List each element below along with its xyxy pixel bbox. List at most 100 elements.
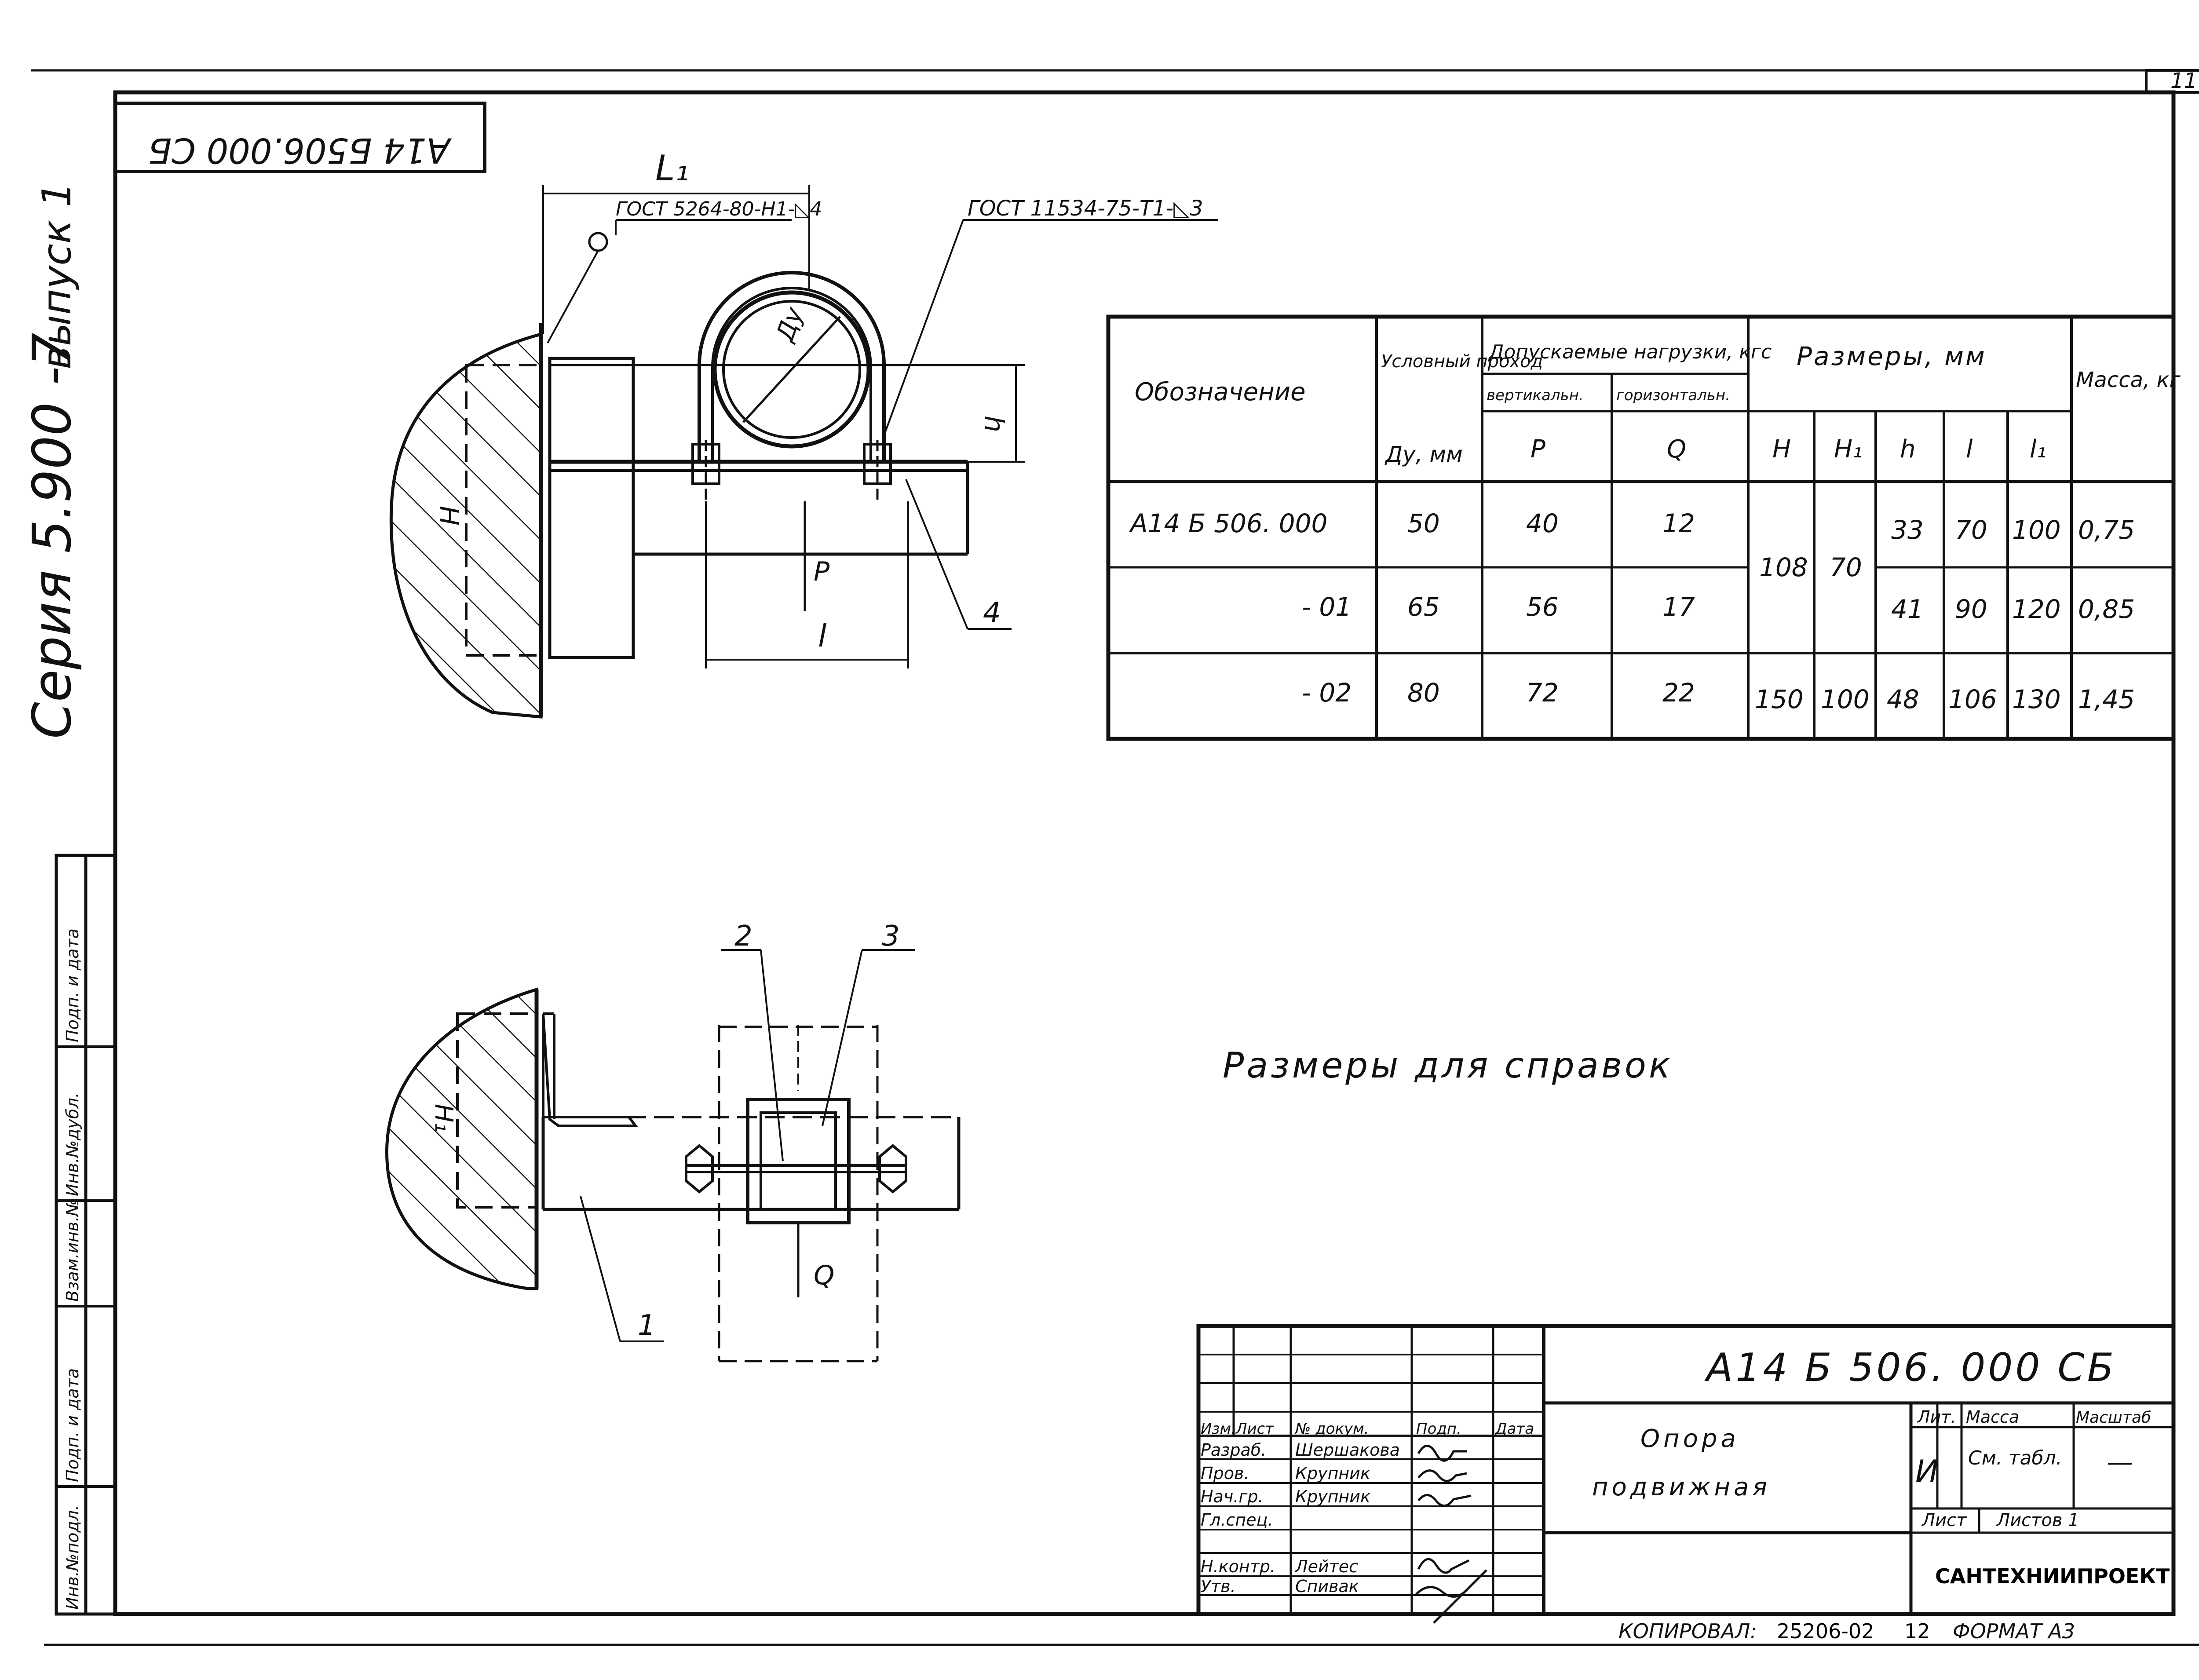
hdr-dy-unit: Ду, мм [1384, 442, 1463, 467]
dy-label: Ду [770, 303, 809, 346]
col-doc: № докум. [1294, 1420, 1369, 1438]
title-block-frame [1196, 1324, 2176, 1616]
pos-4-label: 4 [983, 597, 1001, 629]
issue-text: выпуск 1 [34, 182, 80, 369]
row1-designation: А14 Б 506. 000 [1129, 508, 1327, 538]
role-1: Пров. [1201, 1464, 1249, 1483]
row1-l1: 100 [2012, 515, 2061, 545]
sheet-label: Лист [1921, 1510, 1967, 1530]
scale-value: — [2107, 1447, 2133, 1478]
H1-label: Н₁ [429, 1104, 458, 1132]
side-stamp-inv: Инв.№подл. [63, 1505, 82, 1610]
hdr-horizontal: горизонтальн. [1616, 387, 1730, 404]
row1-q: 12 [1662, 508, 1695, 538]
row3-q: 22 [1662, 678, 1695, 708]
role-3: Гл.спец. [1201, 1510, 1273, 1530]
row1-dy: 50 [1407, 508, 1440, 538]
rotated-code: А14 Б506.000 СБ [148, 130, 452, 170]
merged-H: 108 [1759, 552, 1808, 582]
row2-dy: 65 [1407, 592, 1440, 622]
title-col-headers: Изм. Лист № докум. Подп. Дата [1201, 1420, 1534, 1438]
hdr-nominal-pass: Условный проход [1381, 351, 1543, 372]
side-stamp-sign-date-2: Подп. и дата [63, 928, 82, 1042]
format-label: ФОРМАТ А3 [1953, 1619, 2075, 1643]
title-name-2: подвижная [1592, 1473, 1771, 1501]
hdr-designation: Обозначение [1135, 378, 1306, 406]
sheets-label: Листов 1 [1996, 1510, 2079, 1530]
row3-h: 48 [1887, 684, 1919, 714]
name-1: Крупник [1295, 1464, 1370, 1483]
name-2: Крупник [1295, 1487, 1370, 1506]
H-label: Н [433, 506, 464, 526]
side-stamp: Инв.№подл. Подп. и дата Взам.инв.№ Инв.№… [55, 854, 117, 1616]
gost-right-label: ГОСТ 11534-75-Т1-◺3 [968, 196, 1203, 221]
row2-p: 56 [1526, 592, 1559, 622]
row2-l: 90 [1955, 594, 1987, 624]
row3-designation: - 02 [1302, 678, 1352, 708]
rotated-code-box: А14 Б506.000 СБ [113, 102, 486, 173]
signatures [1415, 1445, 1487, 1624]
spec-table [1106, 314, 2176, 741]
hdr-l: l [1966, 435, 1973, 464]
name-5: Спивак [1295, 1577, 1359, 1596]
dim-l1-label: L₁ [655, 148, 689, 189]
col-izm: Изм. [1201, 1420, 1236, 1438]
hdr-p: P [1531, 435, 1545, 464]
copy-line: КОПИРОВАЛ: 25206-02 12 ФОРМАТ А3 [1618, 1619, 2075, 1643]
spec-table-headers: Обозначение Условный проход Ду, мм Допус… [1135, 341, 2181, 467]
organization: САНТЕХНИИПРОЕКТ [1935, 1564, 2170, 1588]
row3-l1: 130 [2012, 684, 2061, 714]
hdr-mass: Масса, кг [2076, 368, 2181, 392]
row3-l: 106 [1948, 684, 1997, 714]
sheet-frame [31, 69, 2199, 1646]
row1-h: 33 [1891, 515, 1924, 545]
title-roles: Разраб. Шершакова Пров. Крупник Нач.гр. … [1201, 1440, 1400, 1596]
series-text: Серия 5.900 -7 [22, 333, 83, 739]
pos-1-label: 1 [638, 1309, 656, 1342]
name-4: Лейтес [1294, 1557, 1358, 1576]
copy-sheet: 12 [1904, 1619, 1930, 1643]
name-0: Шершакова [1295, 1440, 1400, 1460]
side-stamp-dup: Инв.№дубл. [63, 1092, 82, 1196]
copied-by: КОПИРОВАЛ: [1618, 1619, 1757, 1643]
role-5: Утв. [1201, 1577, 1236, 1596]
bottom-view [385, 949, 961, 1362]
col-date: Дата [1494, 1420, 1534, 1438]
row1-p: 40 [1526, 508, 1559, 538]
Q-label: Q [814, 1260, 834, 1291]
title-right-labels: Лит. Масса Масштаб И См. табл. — Лист Ли… [1915, 1407, 2170, 1588]
role-4: Н.контр. [1201, 1557, 1275, 1576]
top-view [389, 185, 1218, 719]
col-sign: Подп. [1416, 1420, 1461, 1438]
hdr-h: h [1900, 435, 1916, 464]
gost-left-label: ГОСТ 5264-80-Н1-◺4 [616, 198, 822, 220]
reference-note: Размеры для справок [1223, 1045, 1673, 1086]
hdr-l1: l₁ [2030, 435, 2046, 464]
mass-label: Масса [1966, 1407, 2019, 1427]
hdr-H1: Н₁ [1834, 435, 1863, 464]
hdr-q: Q [1667, 435, 1686, 464]
row2-l1: 120 [2012, 594, 2061, 624]
col-list: Лист [1235, 1420, 1274, 1438]
pos-2-label: 2 [734, 920, 752, 953]
pos-3-label: 3 [882, 920, 900, 953]
row3-H: 150 [1755, 684, 1804, 714]
hdr-loads: Допускаемые нагрузки, кгс [1488, 341, 1772, 363]
row3-dy: 80 [1407, 678, 1440, 708]
side-stamp-sign-date-1: Подп. и дата [63, 1368, 82, 1482]
sheet-number: 11 [2170, 69, 2197, 93]
row1-mass: 0,75 [2078, 515, 2135, 545]
title-code: А14 Б 506. 000 СБ [1704, 1345, 2116, 1390]
role-2: Нач.гр. [1201, 1487, 1264, 1506]
row3-mass: 1,45 [2078, 684, 2135, 714]
lit-value: И [1915, 1454, 1938, 1490]
P-label: P [814, 556, 830, 587]
row2-h: 41 [1891, 594, 1924, 624]
h-label: h [979, 416, 1009, 432]
mass-value: См. табл. [1968, 1447, 2062, 1469]
side-stamp-replace: Взам.инв.№ [63, 1199, 82, 1302]
row2-mass: 0,85 [2078, 594, 2135, 624]
merged-H1: 70 [1830, 552, 1862, 582]
row1-l: 70 [1955, 515, 1987, 545]
copy-code: 25206-02 [1777, 1619, 1874, 1643]
